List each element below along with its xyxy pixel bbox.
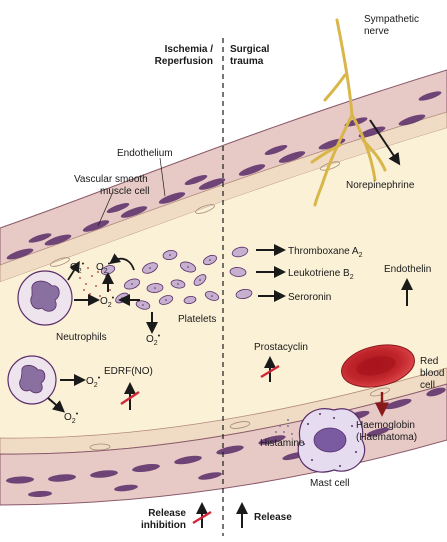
mast-cell — [297, 408, 366, 473]
haemoglobin-label-2: (Haematoma) — [356, 432, 417, 443]
neutrophils-label: Neutrophils — [56, 332, 107, 343]
red-blood-cell — [341, 344, 415, 388]
platelet-markings — [121, 254, 213, 306]
muscle-label-1: Vascular smooth — [74, 174, 148, 185]
haemoglobin-label-1: Haemoglobin — [356, 420, 415, 431]
leukotriene-label: Leukotriene B2 — [288, 268, 354, 281]
muscle-label-2: muscle cell — [100, 186, 149, 197]
neutrophil-bottom-down-arrow — [47, 397, 66, 413]
edrf-cross — [120, 391, 140, 405]
norepinephrine-arrow — [369, 119, 401, 166]
edrf-label: EDRF(NO) — [104, 366, 153, 377]
o2-label-5: O2• — [86, 375, 101, 389]
header-right-line1: Surgical — [230, 44, 270, 55]
o2-label-1: O2• — [70, 261, 85, 275]
rbc-label-3: cell — [420, 380, 435, 391]
sympathetic-nerve-label-2: nerve — [364, 26, 389, 37]
rbc-label-1: Red — [420, 356, 438, 367]
sympathetic-nerve — [310, 18, 387, 207]
o2-label-6: O2• — [64, 411, 79, 425]
serotonin-label: Seroronin — [288, 292, 331, 303]
norepinephrine-label: Norepinephrine — [346, 180, 415, 191]
o2-label-4: O2• — [146, 333, 161, 347]
neutrophil-top-up-arrow — [67, 260, 80, 281]
legend-inhibition-label-1: Release — [148, 508, 186, 519]
rbc-label-2: blood — [420, 368, 444, 379]
platelets-label: Platelets — [178, 314, 216, 325]
neutrophil-top — [17, 270, 73, 326]
endothelium-label: Endothelium — [117, 148, 173, 159]
mast-cell-label: Mast cell — [310, 478, 349, 489]
prostacyclin-label: Prostacyclin — [254, 342, 308, 353]
histamine-granules — [275, 419, 293, 435]
legend-release-label: Release — [254, 512, 292, 523]
upper-muscle-cells — [6, 91, 442, 260]
header-left-reperfusion: Reperfusion — [155, 56, 213, 67]
legend-inhibition-cross — [192, 510, 212, 525]
neutrophil-bottom — [7, 355, 57, 405]
histamine-label: Histamine — [260, 438, 305, 449]
endothelium-leader — [159, 157, 166, 197]
header-left-line1: Ischemia / — [165, 44, 214, 55]
endothelin-label: Endothelin — [384, 264, 431, 275]
feedback-curve-arrow — [109, 253, 135, 271]
o2-label-3: O2• — [100, 295, 115, 309]
prostacyclin-cross — [260, 364, 280, 379]
lower-muscle-cells — [6, 387, 446, 498]
activated-platelets — [229, 246, 253, 300]
sympathetic-nerve-label-1: Sympathetic — [364, 14, 419, 25]
thromboxane-label: Thromboxane A2 — [288, 246, 363, 259]
header-right-line2: trauma — [230, 56, 264, 67]
o2-label-2: O2• — [96, 261, 111, 275]
muscle-leader — [97, 193, 113, 227]
legend-inhibition-label-2: inhibition — [141, 520, 186, 531]
